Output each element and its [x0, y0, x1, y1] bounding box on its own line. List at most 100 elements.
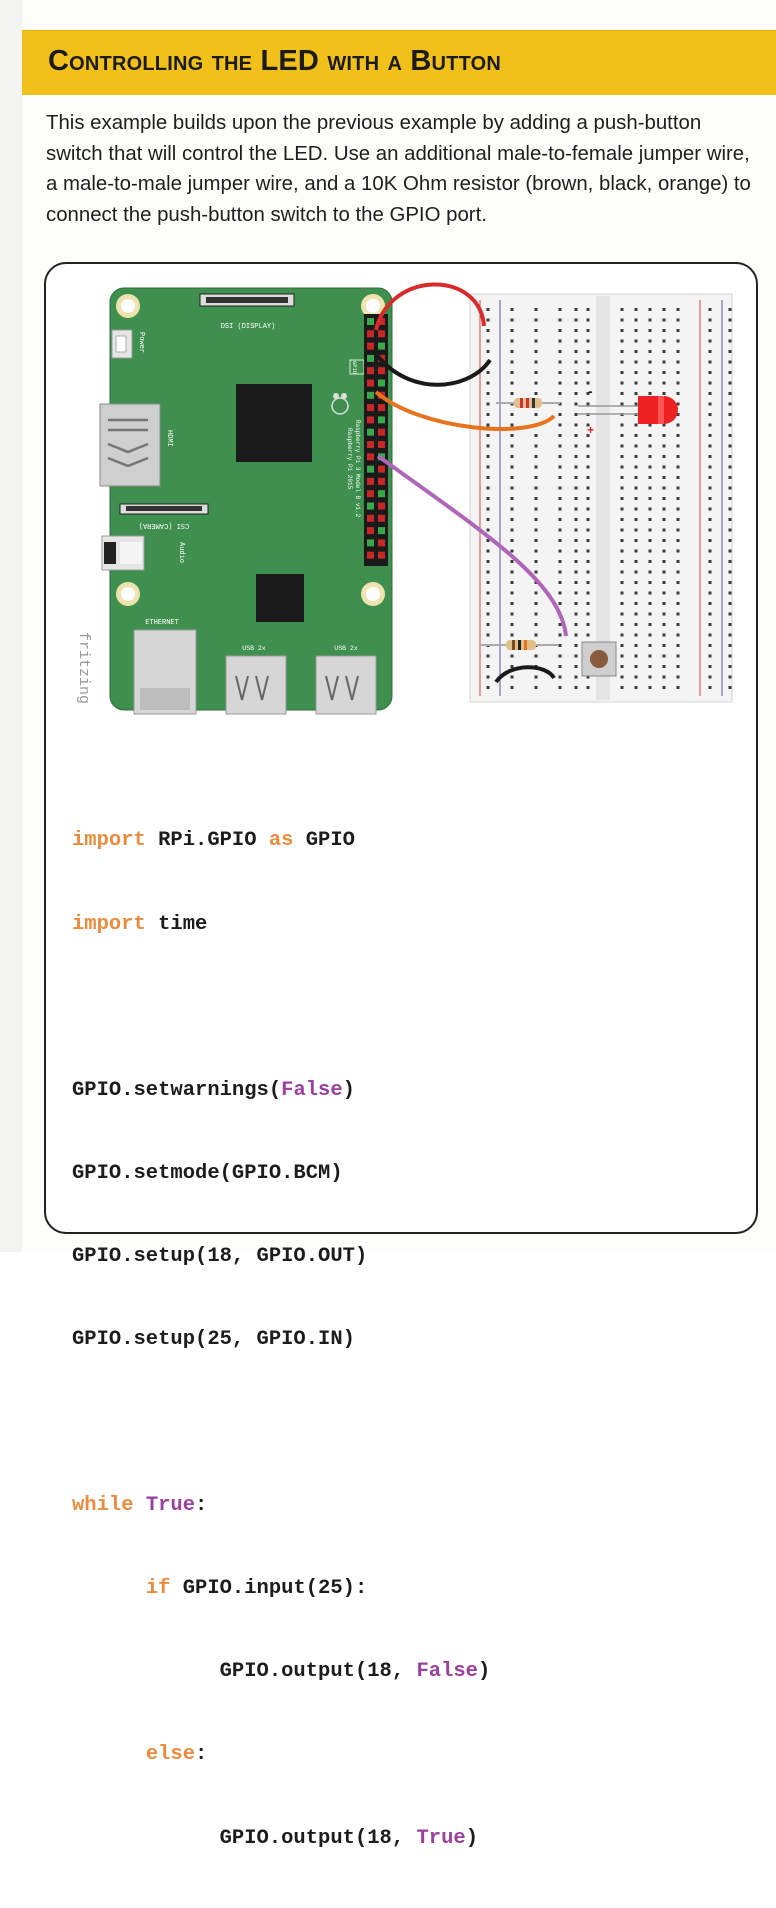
- breadboard-hole: [676, 654, 680, 658]
- breadboard-hole: [620, 465, 624, 469]
- wire-black-top: [374, 352, 492, 387]
- breadboard-hole: [708, 360, 712, 364]
- breadboard-hole: [558, 423, 562, 427]
- breadboard-hole: [486, 308, 490, 311]
- breadboard-hole: [648, 686, 652, 689]
- breadboard-hole: [486, 528, 490, 532]
- breadboard-hole: [634, 476, 638, 479]
- breadboard-hole: [586, 371, 590, 374]
- gpio-pin: [378, 379, 385, 387]
- breadboard-hole: [708, 413, 712, 416]
- breadboard-hole: [510, 612, 514, 616]
- breadboard-hole: [510, 497, 514, 500]
- breadboard-hole: [586, 381, 590, 385]
- breadboard-hole: [728, 392, 732, 395]
- breadboard-hole: [708, 486, 712, 490]
- breadboard-hole: [558, 623, 562, 626]
- breadboard-hole: [648, 602, 652, 605]
- wire-black-bottom: [494, 665, 556, 684]
- breadboard-hole: [634, 318, 638, 322]
- breadboard-hole: [486, 434, 490, 437]
- breadboard-hole: [648, 392, 652, 395]
- breadboard-hole: [510, 518, 514, 521]
- breadboard-hole: [662, 350, 666, 353]
- code-constant: False: [416, 1660, 478, 1684]
- gpio-pin: [367, 453, 374, 461]
- breadboard-hole: [510, 371, 514, 374]
- code-indent: [72, 1577, 146, 1600]
- breadboard-hole: [676, 486, 680, 490]
- breadboard-hole: [662, 675, 666, 679]
- breadboard-hole: [620, 686, 624, 689]
- breadboard-hole: [708, 560, 712, 563]
- code-keyword: import: [72, 912, 146, 936]
- led: - +: [578, 383, 678, 437]
- breadboard-hole: [574, 455, 578, 458]
- breadboard-hole: [676, 308, 680, 311]
- breadboard-hole: [620, 497, 624, 500]
- breadboard-hole: [728, 360, 732, 364]
- breadboard-hole: [620, 329, 624, 332]
- breadboard-hole: [586, 434, 590, 437]
- breadboard-hole: [676, 633, 680, 637]
- breadboard-hole: [486, 392, 490, 395]
- breadboard-hole: [534, 528, 538, 532]
- power-label: Power: [137, 332, 145, 353]
- breadboard-hole: [634, 444, 638, 448]
- breadboard-hole: [634, 339, 638, 343]
- breadboard-hole: [676, 570, 680, 574]
- breadboard-hole: [510, 591, 514, 595]
- breadboard-hole: [728, 686, 732, 689]
- breadboard-hole: [620, 560, 624, 563]
- breadboard-hole: [486, 350, 490, 353]
- breadboard: [469, 293, 733, 703]
- breadboard-hole: [708, 507, 712, 511]
- gpio-pin: [367, 551, 374, 559]
- breadboard-hole: [486, 665, 490, 668]
- breadboard-hole: [634, 675, 638, 679]
- breadboard-hole: [534, 444, 538, 448]
- page-edge: [0, 0, 22, 1252]
- code-line-2: import time: [72, 911, 490, 939]
- breadboard-hole: [648, 476, 652, 479]
- breadboard-hole: [534, 360, 538, 364]
- breadboard-hole: [620, 455, 624, 458]
- gpio-pin: [378, 342, 385, 350]
- breadboard-hole: [486, 602, 490, 605]
- gpio-pin: [367, 367, 374, 375]
- breadboard-hole: [574, 623, 578, 626]
- breadboard-hole: [662, 654, 666, 658]
- breadboard-hole: [620, 392, 624, 395]
- breadboard-hole: [676, 381, 680, 385]
- breadboard-hole: [574, 402, 578, 406]
- breadboard-hole: [676, 434, 680, 437]
- breadboard-hole: [634, 654, 638, 658]
- breadboard-hole: [574, 360, 578, 364]
- breadboard-hole: [676, 665, 680, 668]
- code-line-5: GPIO.setup(18, GPIO.OUT): [72, 1244, 368, 1268]
- code-indent: [72, 1743, 146, 1766]
- breadboard-hole: [574, 644, 578, 647]
- breadboard-hole: [634, 381, 638, 385]
- gpio-pin: [378, 404, 385, 412]
- breadboard-hole: [620, 434, 624, 437]
- breadboard-hole: [574, 392, 578, 395]
- breadboard-hole: [662, 602, 666, 605]
- breadboard-hole: [634, 402, 638, 406]
- breadboard-hole: [574, 350, 578, 353]
- breadboard-hole: [648, 434, 652, 437]
- breadboard-hole: [708, 539, 712, 542]
- breadboard-hole: [662, 570, 666, 574]
- breadboard-hole: [510, 350, 514, 353]
- breadboard-hole: [534, 675, 538, 679]
- breadboard-hole: [676, 686, 680, 689]
- breadboard-hole: [534, 455, 538, 458]
- breadboard-hole: [676, 413, 680, 416]
- breadboard-hole: [634, 465, 638, 469]
- breadboard-hole: [728, 549, 732, 553]
- breadboard-hole: [662, 581, 666, 584]
- breadboard-hole: [574, 539, 578, 542]
- breadboard-hole: [486, 612, 490, 616]
- gpio-pin: [378, 367, 385, 375]
- breadboard-hole: [586, 602, 590, 605]
